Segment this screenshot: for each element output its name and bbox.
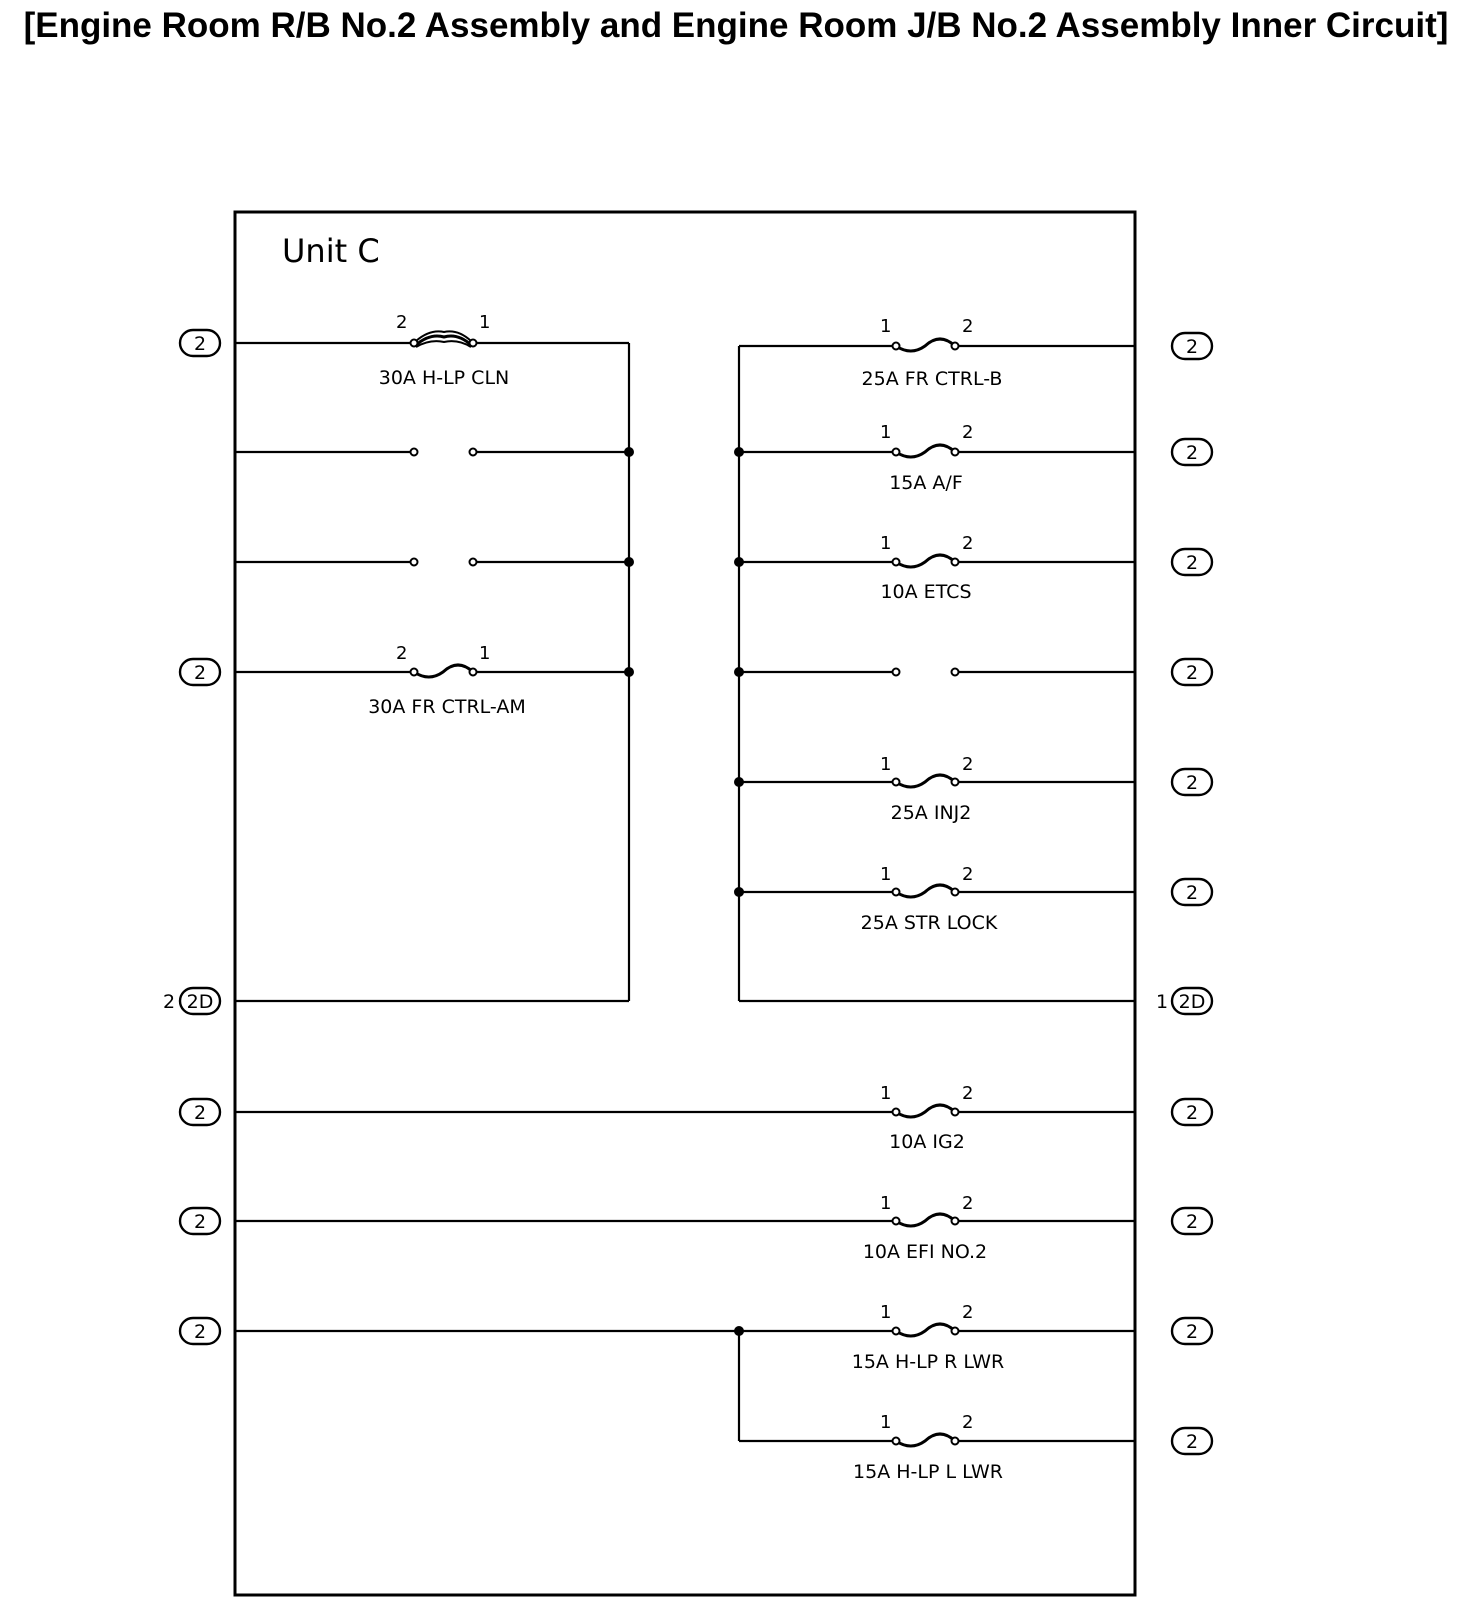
svg-text:2: 2 [194,662,206,684]
fuse-pin: 1 [479,643,490,664]
connector-right: 2 [1170,437,1214,467]
unit-c-box [233,210,1137,1597]
fuse-pin: 1 [880,1412,891,1433]
svg-text:2D: 2D [1179,991,1206,1013]
fuse-icon [895,1322,957,1338]
row-left-open-1 [235,447,634,457]
row-fr-ctrl-am: 2 1 30A FR CTRL-AM [235,643,634,718]
row-right-open [734,667,1135,677]
svg-text:2: 2 [1186,1321,1198,1343]
svg-text:2: 2 [1186,1431,1198,1453]
connector-left: 2 [178,1097,222,1127]
row-hlp-l-lwr: 1 2 15A H-LP L LWR [739,1412,1135,1483]
row-efi-no2: 1 2 10A EFI NO.2 [235,1193,1135,1263]
svg-text:2: 2 [1186,336,1198,358]
svg-text:2: 2 [194,1321,206,1343]
connector-right: 2 [1170,1097,1214,1127]
fuse-pin: 1 [479,312,490,333]
svg-text:2D: 2D [187,991,214,1013]
row-ig2: 1 2 10A IG2 [235,1083,1135,1153]
fuse-pin: 1 [880,422,891,443]
row-af: 1 2 15A A/F [734,422,1135,494]
fuse-label: 30A H-LP CLN [379,367,510,389]
row-str-lock: 1 2 25A STR LOCK [734,864,1135,934]
svg-text:2: 2 [1186,442,1198,464]
fuse-pin: 2 [962,754,973,775]
diagram-title: [Engine Room R/B No.2 Assembly and Engin… [23,6,1449,45]
connector-left-2d: 2D 2 [163,986,222,1016]
connector-pin: 2 [163,991,175,1013]
connector-right: 2 [1170,877,1214,907]
fuse-pin: 1 [880,1083,891,1104]
fuse-label: 25A INJ2 [891,802,972,824]
fuse-icon [895,443,957,459]
fuse-pin: 2 [962,1302,973,1323]
fuse-label: 30A FR CTRL-AM [368,696,526,718]
fuse-icon [413,663,475,679]
fuse-label: 15A H-LP R LWR [852,1351,1005,1373]
fuse-label: 10A ETCS [880,581,971,603]
fuse-pin: 2 [396,312,407,333]
row-hlp-cln: 2 1 30A H-LP CLN [235,312,629,389]
svg-text:2: 2 [194,333,206,355]
connector-right: 2 [1170,331,1214,361]
fuse-pin: 2 [962,1083,973,1104]
fuse-pin: 1 [880,1302,891,1323]
connector-left: 2 [178,1206,222,1236]
row-etcs: 1 2 10A ETCS [734,533,1135,603]
fuse-pin: 1 [880,533,891,554]
unit-label: Unit C [282,232,380,270]
svg-text:2: 2 [1186,1211,1198,1233]
svg-text:2: 2 [1186,552,1198,574]
fuse-icon [895,1212,957,1228]
fuse-pin: 1 [880,864,891,885]
svg-text:2: 2 [194,1102,206,1124]
row-fr-ctrl-b: 1 2 25A FR CTRL-B [739,316,1135,390]
svg-text:2: 2 [194,1211,206,1233]
connector-left: 2 [178,657,222,687]
fuse-label: 10A EFI NO.2 [863,1241,987,1263]
fuse-pin: 1 [880,316,891,337]
connector-right: 2 [1170,767,1214,797]
fuse-pin: 2 [962,864,973,885]
connector-right: 2 [1170,657,1214,687]
fuse-label: 15A H-LP L LWR [853,1461,1003,1483]
fuse-label: 25A FR CTRL-B [862,368,1003,390]
fusible-link-icon [415,334,473,347]
connector-left: 2 [178,1316,222,1346]
connector-left: 2 [178,328,222,358]
svg-text:2: 2 [1186,772,1198,794]
fuse-pin: 2 [396,643,407,664]
fuse-pin: 2 [962,533,973,554]
connector-right-2d: 2D 1 [1156,986,1214,1016]
fuse-label: 10A IG2 [889,1131,965,1153]
svg-text:2: 2 [1186,662,1198,684]
fuse-label: 25A STR LOCK [861,912,998,934]
fuse-pin: 1 [880,754,891,775]
fuse-icon [895,1103,957,1119]
row-left-open-2 [235,557,634,567]
connector-right: 2 [1170,1426,1214,1456]
fuse-pin: 2 [962,316,973,337]
fuse-icon [895,883,957,899]
fuse-pin: 2 [962,422,973,443]
connector-pin: 1 [1156,991,1168,1013]
fuse-icon [895,337,957,353]
connector-right: 2 [1170,1206,1214,1236]
fuse-icon [895,773,957,789]
fuse-icon [895,553,957,569]
fuse-icon [895,1432,957,1448]
row-inj2: 1 2 25A INJ2 [734,754,1135,824]
row-hlp-r-lwr: 1 2 15A H-LP R LWR [235,1302,1135,1373]
fuse-label: 15A A/F [889,472,963,494]
fuse-pin: 1 [880,1193,891,1214]
fuse-pin: 2 [962,1193,973,1214]
connector-right: 2 [1170,547,1214,577]
svg-text:2: 2 [1186,882,1198,904]
fuse-pin: 2 [962,1412,973,1433]
connector-right: 2 [1170,1316,1214,1346]
svg-text:2: 2 [1186,1102,1198,1124]
